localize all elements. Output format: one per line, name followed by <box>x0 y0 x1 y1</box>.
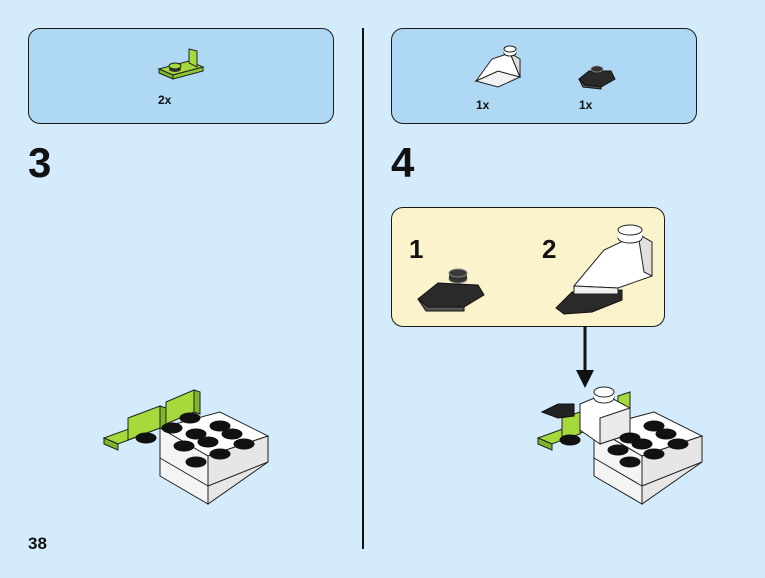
step4-parts-box: 1x 1x <box>391 28 697 124</box>
substep-number: 2 <box>542 234 557 264</box>
step3-parts-box: 2x <box>28 28 334 124</box>
substep2-assembly-illustration <box>555 224 653 315</box>
substep-box: 1 2 <box>391 207 665 327</box>
white-slope-icon <box>474 45 522 88</box>
step-number: 3 <box>28 139 52 186</box>
substep-number: 1 <box>409 234 424 264</box>
substep1-nose-illustration <box>417 268 485 312</box>
black-nose-icon <box>578 65 616 90</box>
part-quantity: 1x <box>579 98 593 112</box>
step-divider <box>362 28 364 549</box>
part-quantity: 2x <box>158 93 172 107</box>
page-number: 38 <box>28 534 47 553</box>
step4-model-illustration <box>536 386 704 505</box>
part-quantity: 1x <box>476 98 490 112</box>
step3-model-illustration <box>102 389 270 505</box>
green-bracket-icon <box>157 48 205 80</box>
down-arrow-icon <box>576 326 594 388</box>
step-number: 4 <box>391 139 415 186</box>
